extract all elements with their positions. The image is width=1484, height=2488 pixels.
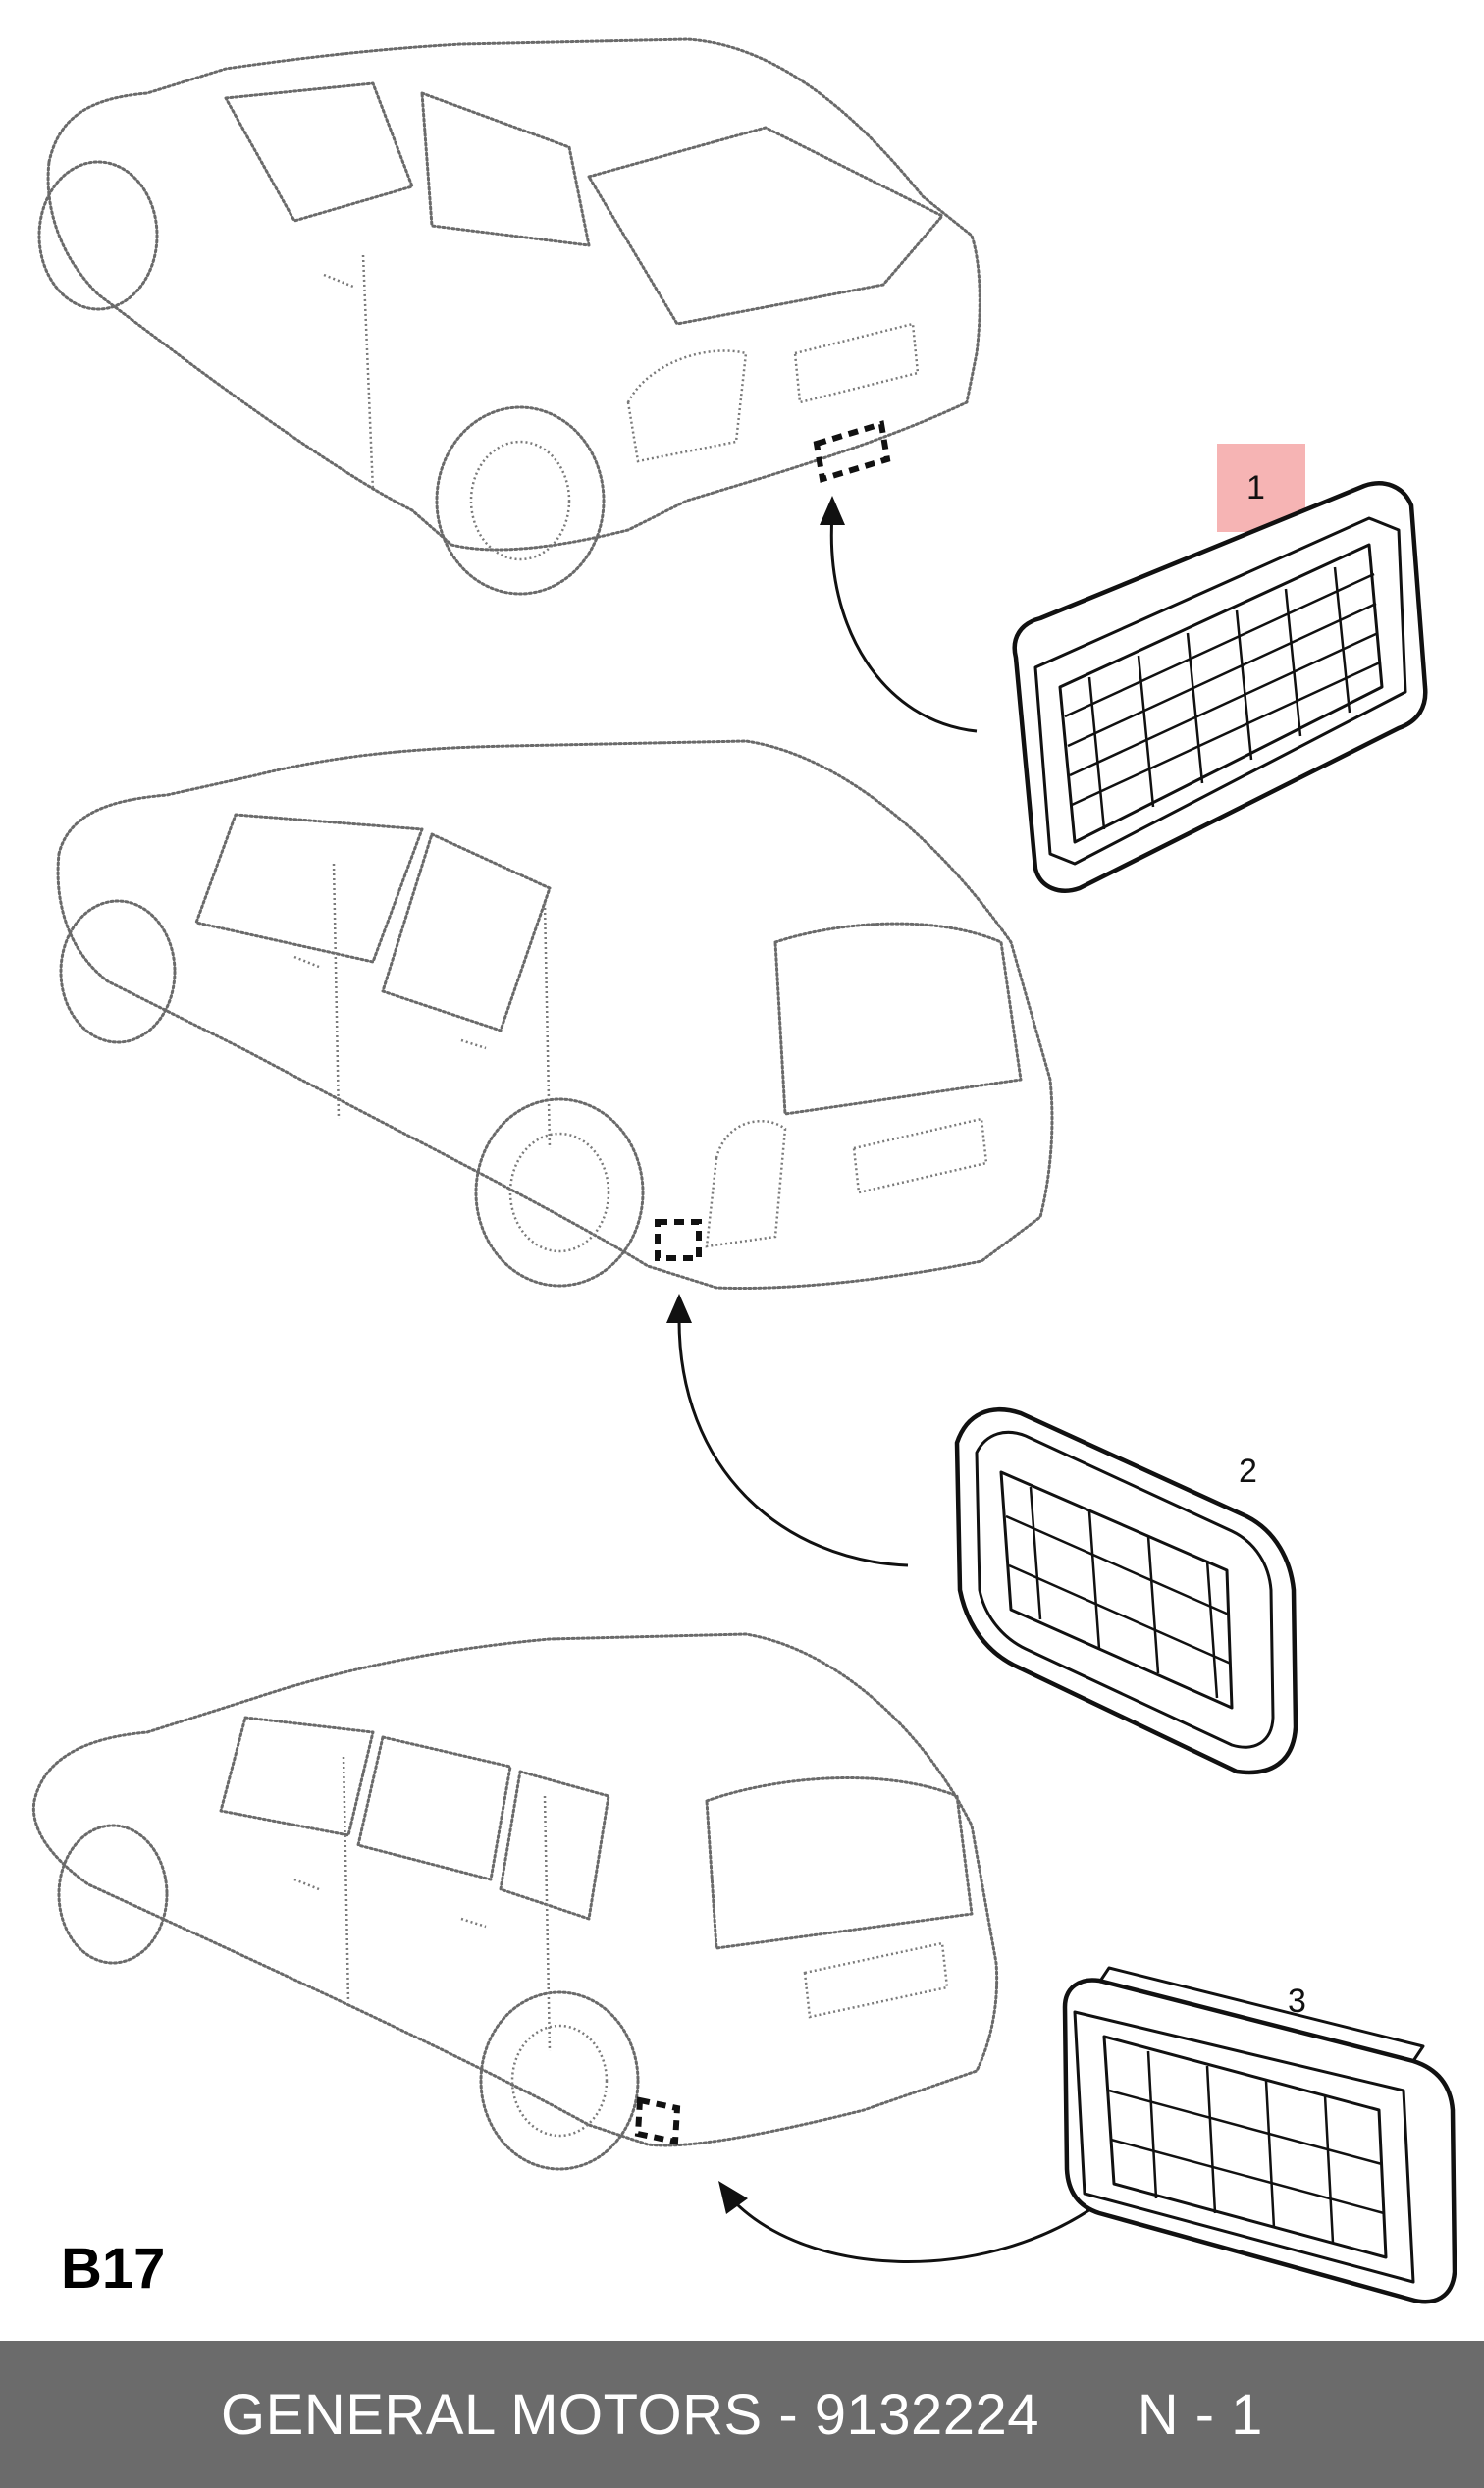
hatchback-car-drawing — [37, 37, 981, 733]
footer-brand: GENERAL MOTORS — [221, 2382, 763, 2447]
parts-diagram: 1 2 — [31, 37, 1458, 2304]
callout-1-number: 1 — [1246, 469, 1265, 506]
footer-part-number: 9132224 — [814, 2382, 1040, 2447]
estate-car-drawing — [56, 739, 1054, 1567]
callout-3-number: 3 — [1288, 1983, 1306, 2020]
mpv-car-drawing — [31, 1632, 1100, 2264]
callout-2-number: 2 — [1239, 1453, 1257, 1490]
footer-bar: GENERAL MOTORS - 9132224 N - 1 — [0, 2341, 1484, 2488]
part-1-vent-grille: 1 — [1012, 444, 1428, 893]
footer-separator: - — [762, 2382, 815, 2447]
footer-gap — [1039, 2383, 1138, 2447]
footer-page: N - 1 — [1137, 2382, 1263, 2447]
footer-text: GENERAL MOTORS - 9132224 N - 1 — [221, 2382, 1263, 2448]
part-2-vent-grille: 2 — [954, 1407, 1298, 1775]
part-3-vent-grille: 3 — [1062, 1966, 1458, 2304]
sheet-label: B17 — [61, 2237, 166, 2301]
